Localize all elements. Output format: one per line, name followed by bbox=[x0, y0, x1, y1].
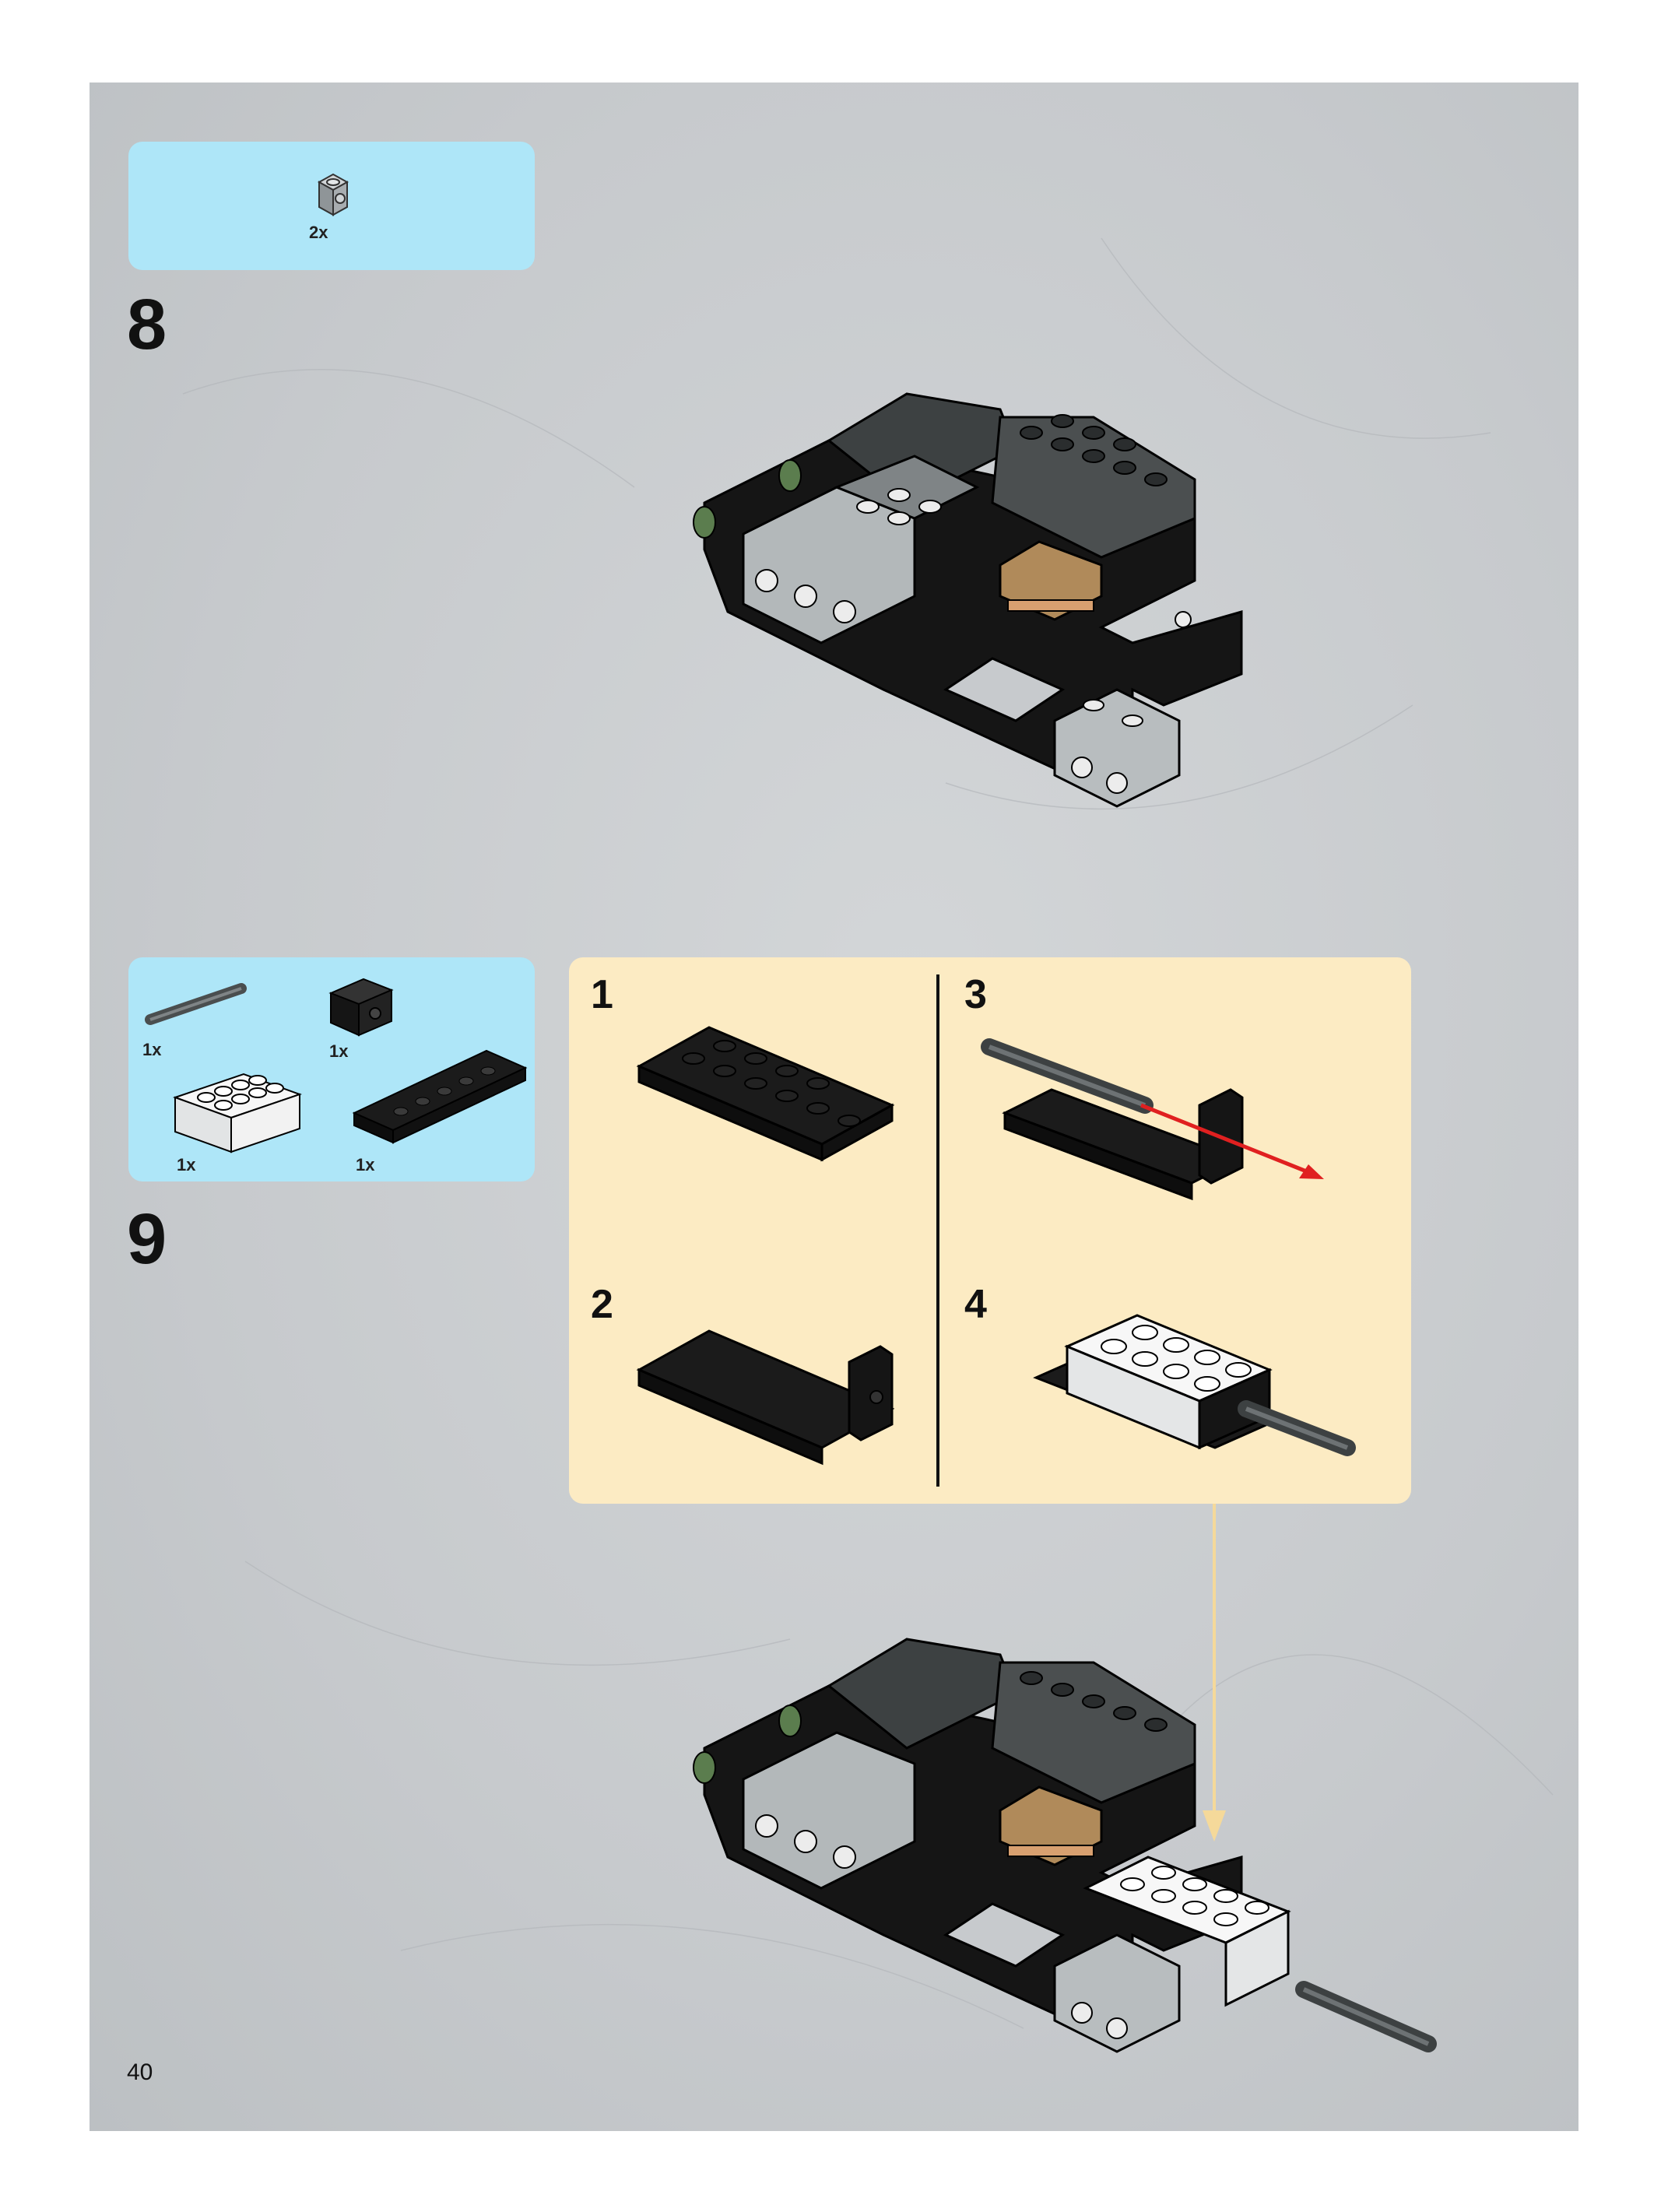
step-9-model-illustration bbox=[90, 83, 1578, 2131]
instruction-page: 2x 8 bbox=[90, 83, 1578, 2131]
connector-arrow bbox=[1203, 1810, 1226, 1842]
page-number: 40 bbox=[127, 2059, 153, 2086]
